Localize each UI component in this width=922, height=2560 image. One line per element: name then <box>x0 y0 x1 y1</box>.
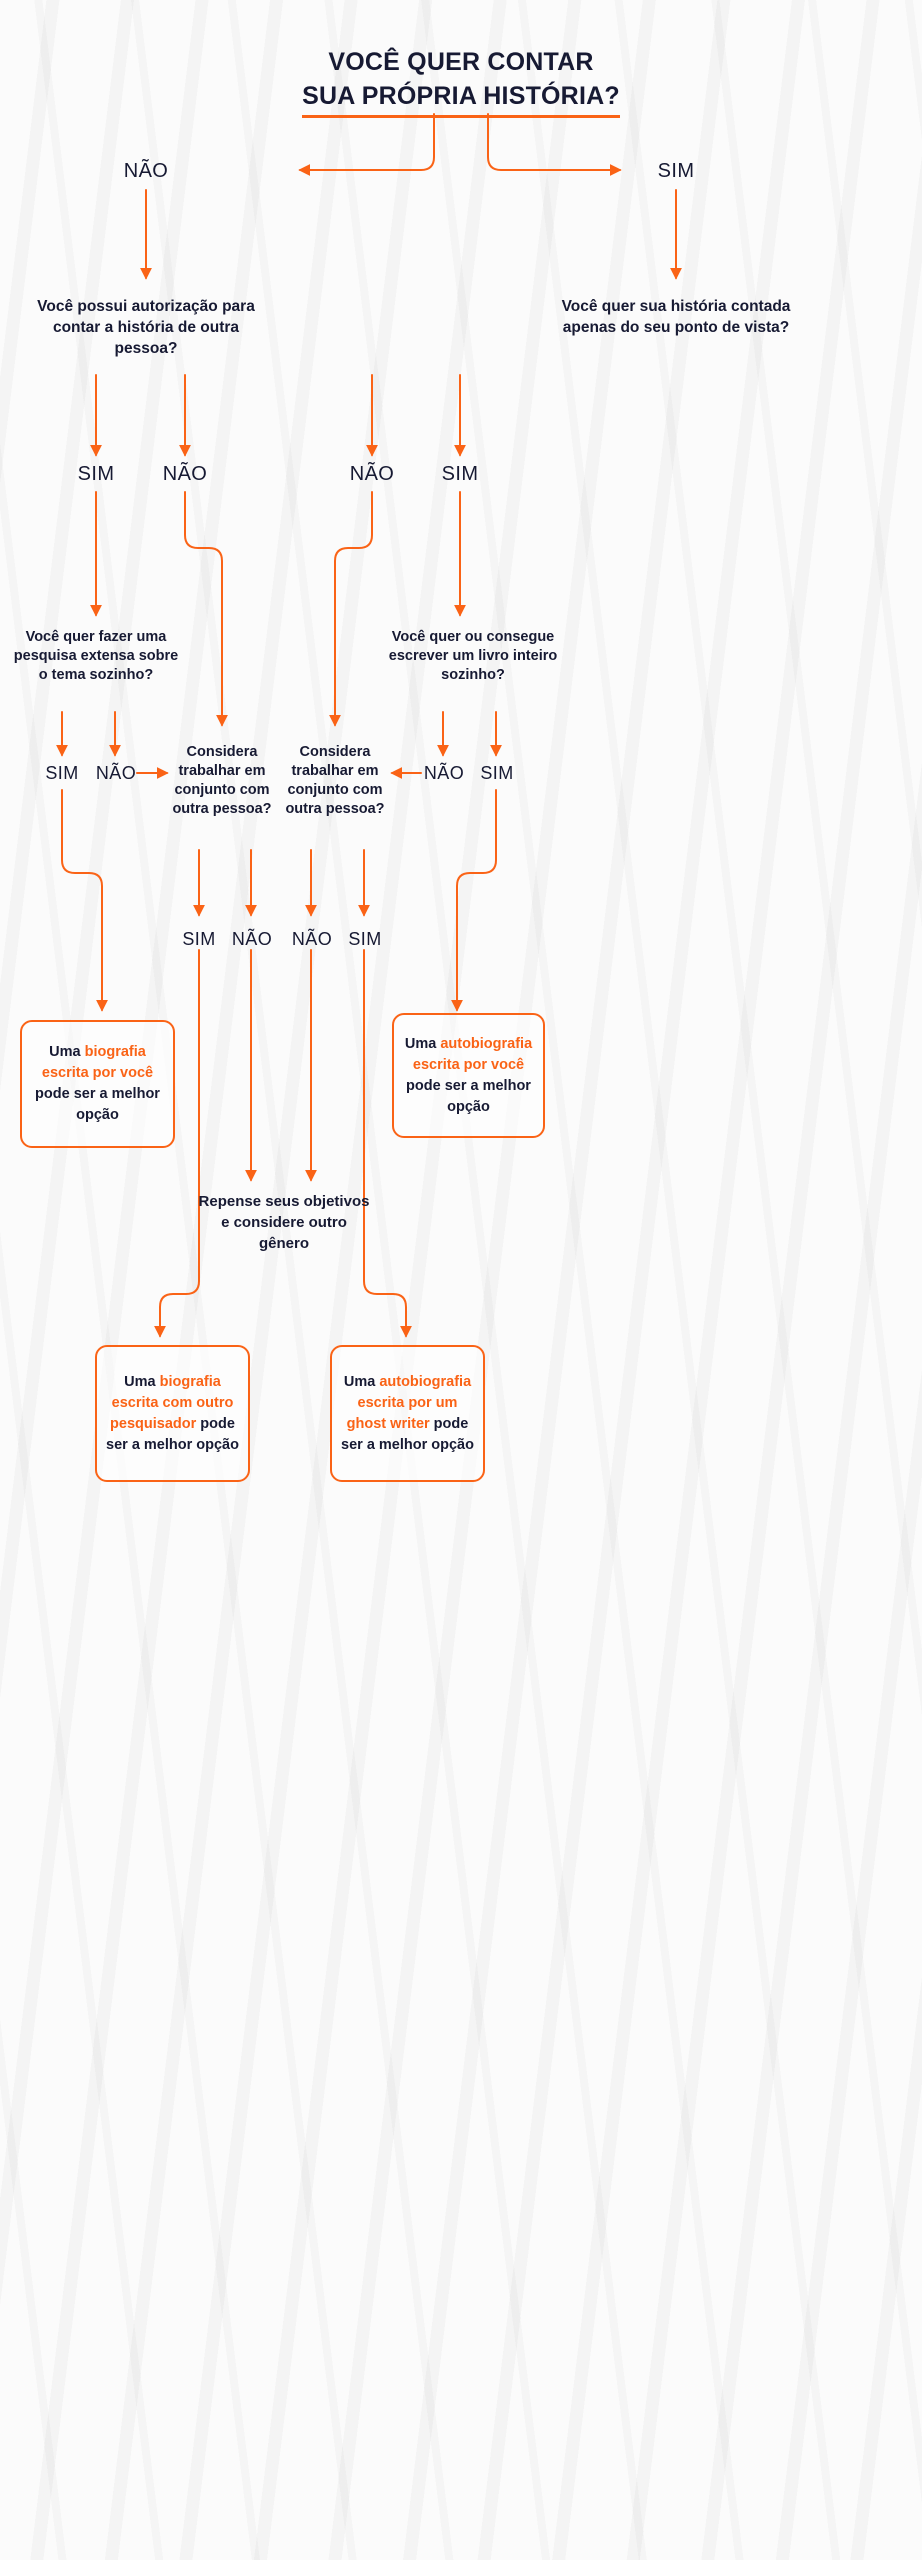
page-title: VOCÊ QUER CONTAR SUA PRÓPRIA HISTÓRIA? <box>0 45 922 118</box>
result-autobiography-self: Uma autobiografia escrita por você pode … <box>392 1013 545 1138</box>
branch-label-research-no: NÃO <box>95 763 137 783</box>
result-rethink: Repense seus objetivos e considere outro… <box>198 1193 370 1252</box>
result-biography-researcher: Uma biografia escrita com outro pesquisa… <box>95 1345 250 1482</box>
result-autobiography-ghost-text: Uma autobiografia escrita por um ghost w… <box>341 1373 474 1453</box>
branch-label-root-yes: SIM <box>657 160 695 182</box>
branch-label-together-left-no: NÃO <box>231 929 273 949</box>
branch-label-authorization-no: NÃO <box>162 463 208 485</box>
branch-label-together-right-no: NÃO <box>291 929 333 949</box>
branch-label-whole-book-no: NÃO <box>423 763 465 783</box>
branch-label-research-yes: SIM <box>45 763 79 783</box>
title-line-2: SUA PRÓPRIA HISTÓRIA? <box>302 79 620 118</box>
question-research: Você quer fazer uma pesquisa extensa sob… <box>13 629 179 683</box>
branch-label-point-of-view-no: NÃO <box>349 463 395 485</box>
result-biography-researcher-text: Uma biografia escrita com outro pesquisa… <box>106 1373 239 1453</box>
question-whole-book: Você quer ou consegue escrever um livro … <box>388 629 558 683</box>
result-biography-self: Uma biografia escrita por você pode ser … <box>20 1020 175 1148</box>
question-together-left: Considera trabalhar em conjunto com outr… <box>172 744 272 817</box>
branch-label-together-right-yes: SIM <box>348 929 382 949</box>
branch-label-whole-book-yes: SIM <box>480 763 514 783</box>
result-autobiography-self-text: Uma autobiografia escrita por você pode … <box>404 1035 533 1115</box>
branch-label-root-no: NÃO <box>123 160 169 182</box>
title-line-1: VOCÊ QUER CONTAR <box>328 48 594 76</box>
branch-label-point-of-view-yes: SIM <box>441 463 479 485</box>
result-autobiography-ghost: Uma autobiografia escrita por um ghost w… <box>330 1345 485 1482</box>
question-together-right: Considera trabalhar em conjunto com outr… <box>285 744 385 817</box>
question-point-of-view: Você quer sua história contada apenas do… <box>561 298 791 336</box>
question-authorization: Você possui autorização para contar a hi… <box>37 298 255 357</box>
branch-label-authorization-yes: SIM <box>77 463 115 485</box>
result-biography-self-text: Uma biografia escrita por você pode ser … <box>35 1044 160 1123</box>
branch-label-together-left-yes: SIM <box>182 929 216 949</box>
